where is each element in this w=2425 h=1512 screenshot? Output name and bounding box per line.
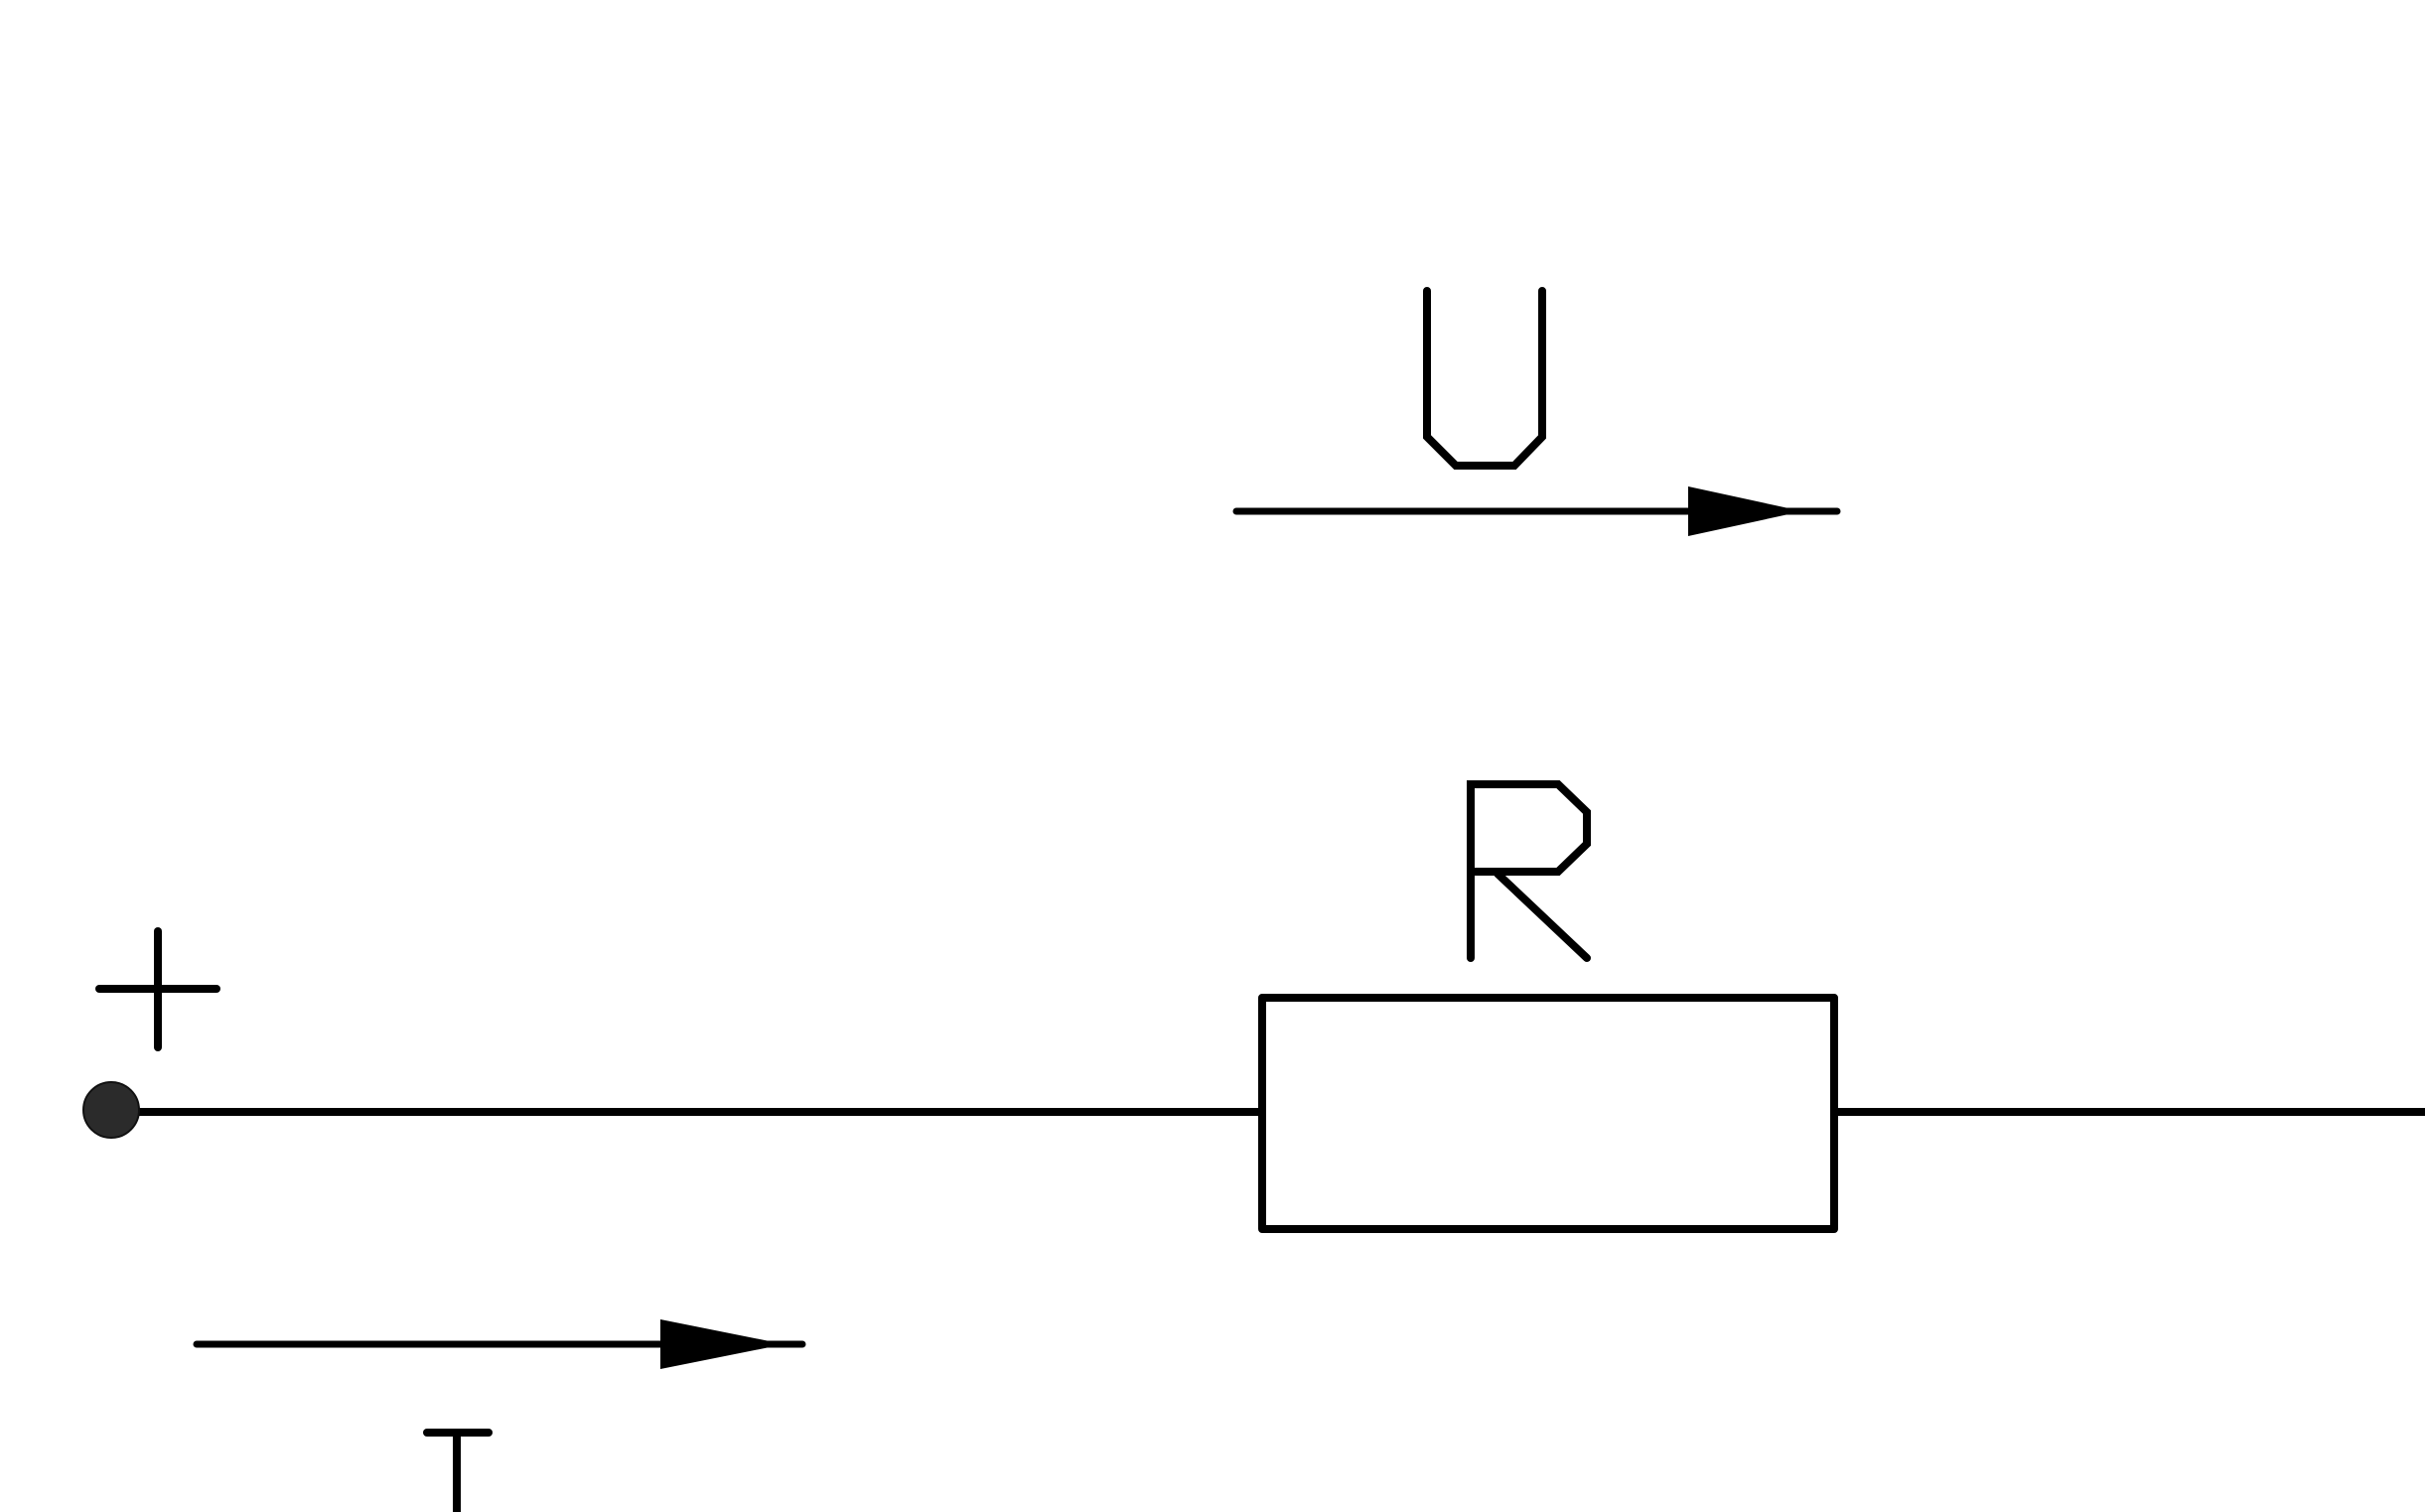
current-label-text: I [0, 0, 5, 4]
resistor-label: R [0, 0, 1591, 962]
current-arrow-icon [193, 1319, 806, 1369]
voltage-label-text: U [0, 0, 12, 4]
terminal-dot-icon [82, 1081, 140, 1139]
resistor-label-text: R [0, 0, 11, 4]
polarity-plus: + [0, 0, 220, 1051]
polarity-text: + [0, 0, 13, 4]
voltage-label: U [0, 0, 1546, 470]
current-label: I [0, 0, 493, 1512]
resistor-box [1258, 994, 1838, 1233]
voltage-arrow-icon [1232, 486, 1841, 536]
